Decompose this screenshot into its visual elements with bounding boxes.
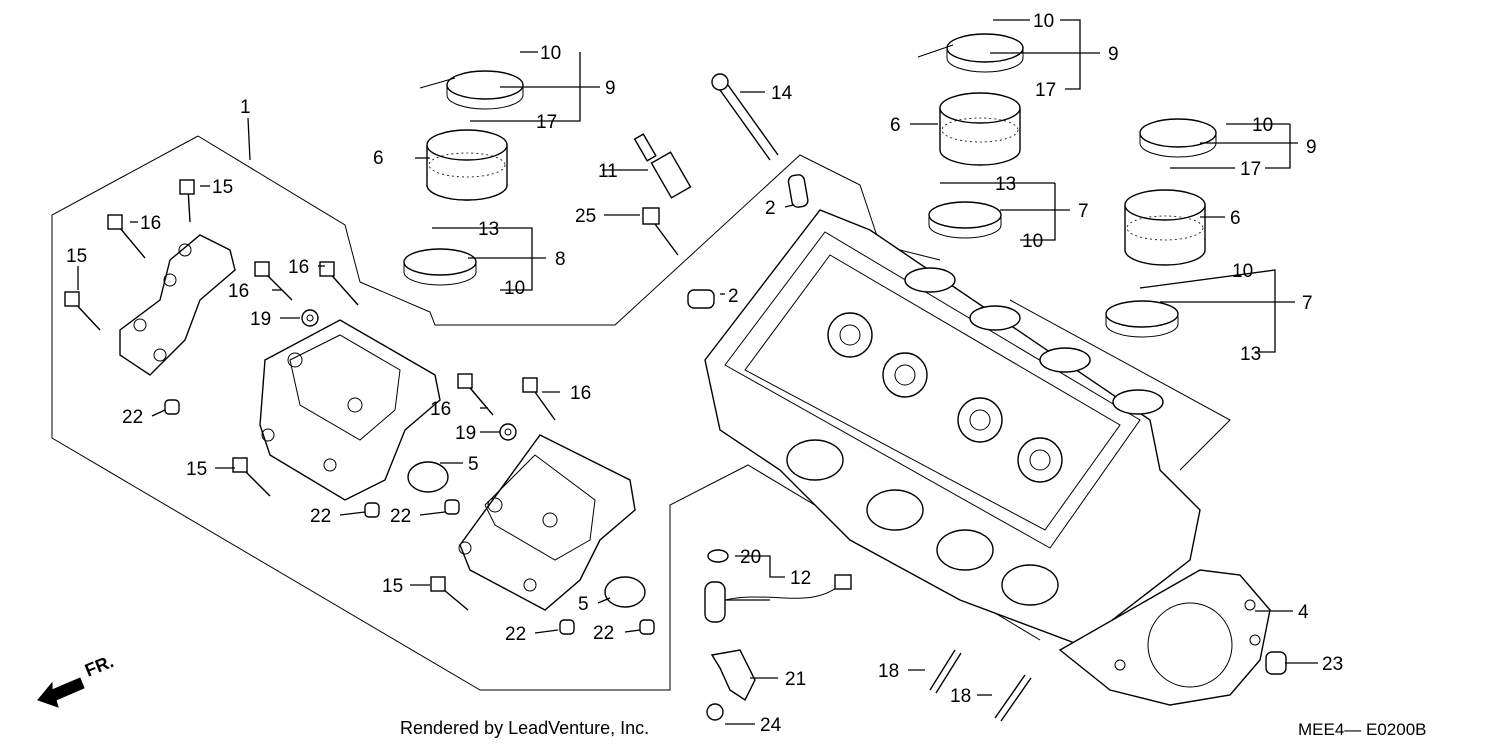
callout-22: 22 <box>390 506 411 527</box>
callout-11: 11 <box>598 161 618 182</box>
callout-16: 16 <box>430 399 451 420</box>
diagram-code: MEE4— E0200B <box>1298 720 1427 739</box>
callout-22: 22 <box>122 407 143 428</box>
camshaft-holder-right <box>458 434 636 611</box>
callout-15: 15 <box>382 576 403 597</box>
callout-24: 24 <box>760 715 782 736</box>
callout-18: 18 <box>950 686 971 707</box>
callout-22: 22 <box>505 624 526 645</box>
callout-2: 2 <box>765 198 776 219</box>
insulator-top-right <box>939 92 1021 166</box>
insulator-right <box>1124 189 1206 266</box>
insulator-band-center <box>928 201 1002 239</box>
callout-14: 14 <box>771 83 793 104</box>
callout-18: 18 <box>878 661 899 682</box>
callout-16: 16 <box>140 213 161 234</box>
callout-17: 17 <box>1035 80 1056 101</box>
insulator-band-right <box>1139 118 1217 158</box>
callout-10: 10 <box>1033 11 1054 32</box>
callout-17: 17 <box>536 112 557 133</box>
callout-15: 15 <box>212 177 233 198</box>
insulator-band-lower-right <box>1105 300 1179 338</box>
front-direction-arrow-icon <box>37 677 85 708</box>
callout-20: 20 <box>740 547 761 568</box>
callout-1: 1 <box>240 97 251 118</box>
callout-12: 12 <box>790 568 811 589</box>
callout-16: 16 <box>288 257 309 278</box>
callout-25: 25 <box>575 206 596 227</box>
assembly-1-boundary-upper <box>197 135 941 326</box>
callout-19: 19 <box>250 309 271 330</box>
callout-16: 16 <box>228 281 249 302</box>
callout-10: 10 <box>504 278 525 299</box>
insulator-band-left <box>403 248 477 286</box>
callout-5: 5 <box>468 454 479 475</box>
callout-8: 8 <box>555 249 566 270</box>
bolts <box>64 179 679 611</box>
dowel-pins <box>687 174 1287 675</box>
callout-7: 7 <box>1078 201 1089 222</box>
callout-23: 23 <box>1322 654 1343 675</box>
insulator-band-top-right <box>917 33 1024 73</box>
callout-13: 13 <box>995 174 1016 195</box>
callout-6: 6 <box>890 115 901 136</box>
callout-4: 4 <box>1298 602 1309 623</box>
callout-17: 17 <box>1240 159 1261 180</box>
studs-18 <box>929 649 1032 722</box>
callout-10: 10 <box>1252 115 1273 136</box>
callout-22: 22 <box>593 623 614 644</box>
callout-10: 10 <box>1022 231 1043 252</box>
callout-13: 13 <box>478 219 499 240</box>
camshaft-holder-upper <box>119 234 236 376</box>
callout-9: 9 <box>1108 44 1119 65</box>
insulator-left <box>426 129 508 201</box>
render-credit: Rendered by LeadVenture, Inc. <box>400 718 650 738</box>
callout-9: 9 <box>1306 137 1317 158</box>
washers-and-caps <box>164 309 655 635</box>
callout-15: 15 <box>186 459 207 480</box>
leader-lines <box>77 19 1318 725</box>
callout-13: 13 <box>1240 344 1261 365</box>
callout-16: 16 <box>570 383 591 404</box>
cam-sensor-assembly <box>704 549 852 721</box>
callout-9: 9 <box>605 78 616 99</box>
spark-plug <box>633 133 692 199</box>
callout-7: 7 <box>1302 293 1313 314</box>
camshaft-holder-left <box>259 319 441 501</box>
callout-10: 10 <box>540 43 561 64</box>
callout-22: 22 <box>310 506 331 527</box>
callout-5: 5 <box>578 594 589 615</box>
callout-19: 19 <box>455 423 476 444</box>
cylinder-head-gasket <box>1058 569 1271 706</box>
stud-bolt-14 <box>711 73 779 161</box>
callout-15: 15 <box>66 246 87 267</box>
callout-labels: 1 2 2 4 5 5 6 6 6 7 7 8 9 9 9 10 10 10 1… <box>66 11 1343 736</box>
insulator-band-top-left <box>419 70 524 110</box>
cylinder-head <box>704 209 1201 646</box>
callout-6: 6 <box>1230 208 1241 229</box>
callout-2: 2 <box>728 286 739 307</box>
callout-10: 10 <box>1232 261 1253 282</box>
callout-6: 6 <box>373 148 384 169</box>
assembly-1-boundary <box>51 135 1041 691</box>
callout-21: 21 <box>785 669 806 690</box>
gasket-boundary <box>1009 299 1231 471</box>
